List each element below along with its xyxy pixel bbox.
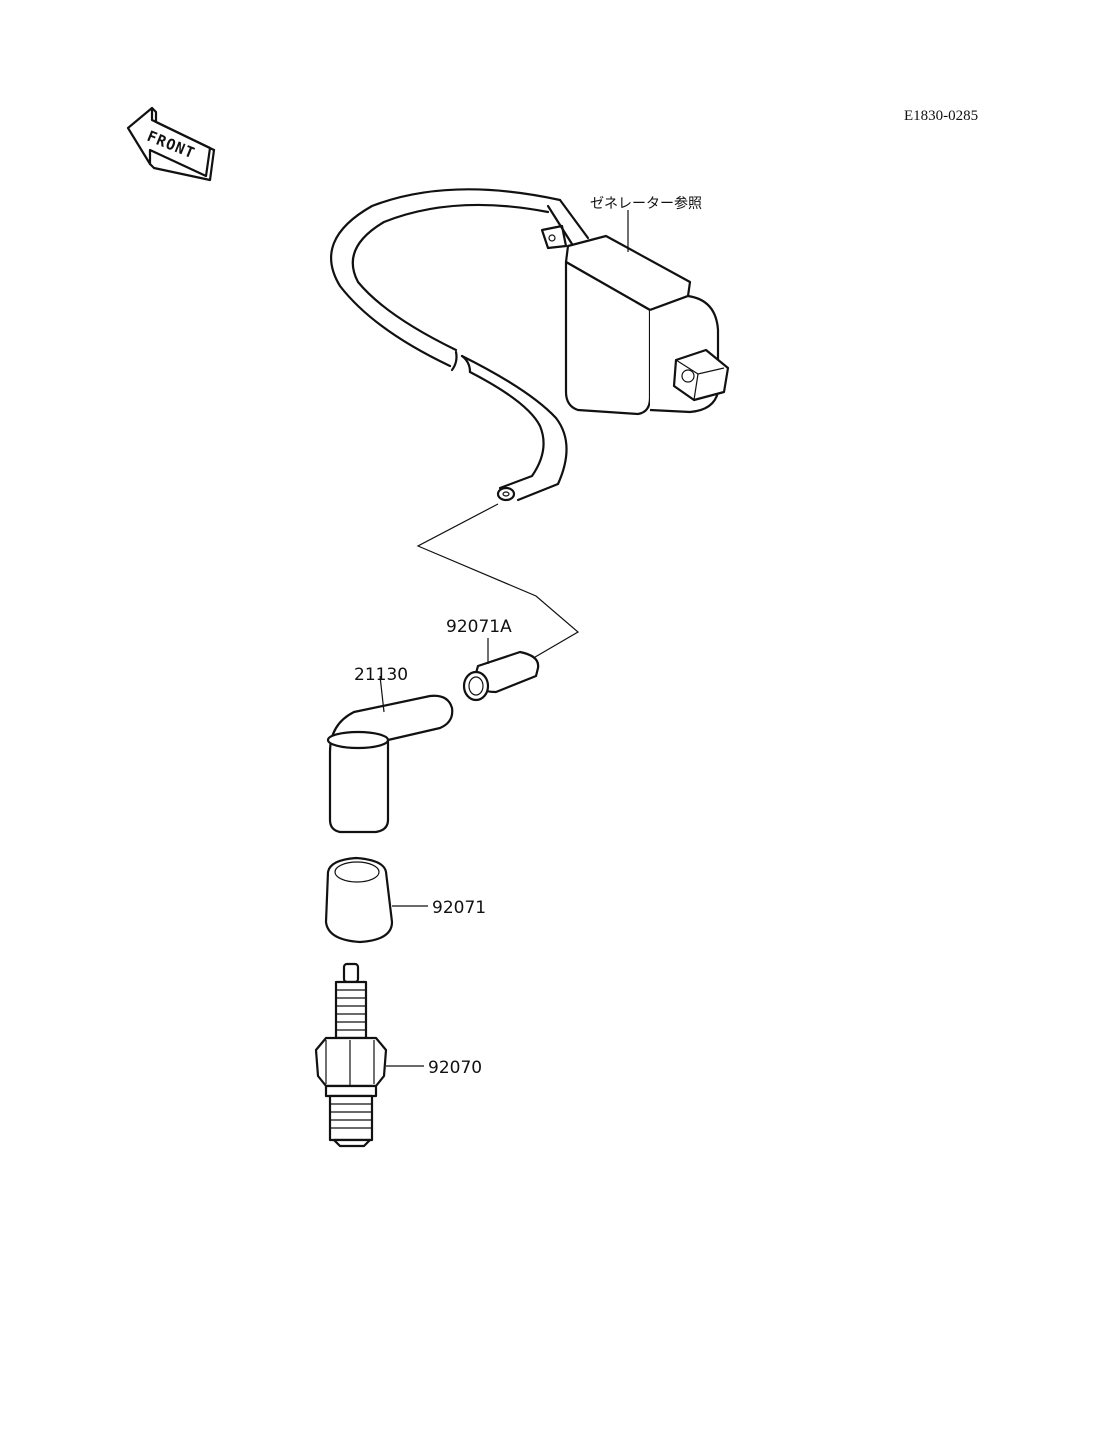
generator-reference: ゼネレーター参照 xyxy=(590,195,702,212)
ignition-lead xyxy=(330,188,568,502)
part-number-92070: 92070 xyxy=(428,1058,482,1078)
part-92071: 92071 xyxy=(324,856,486,944)
part-number-92071: 92071 xyxy=(432,898,486,918)
assembly-guide-line xyxy=(416,503,580,661)
part-92071a: 92071A xyxy=(446,617,540,702)
ignition-coil: ゼネレーター参照 xyxy=(540,195,730,416)
part-number-92071a: 92071A xyxy=(446,617,512,637)
diagram-code: E1830-0285 xyxy=(904,108,978,124)
part-number-21130: 21130 xyxy=(354,665,408,685)
front-arrow-icon: FRONT xyxy=(126,106,216,182)
part-92070: 92070 xyxy=(314,962,482,1148)
part-21130: 21130 xyxy=(326,665,454,834)
